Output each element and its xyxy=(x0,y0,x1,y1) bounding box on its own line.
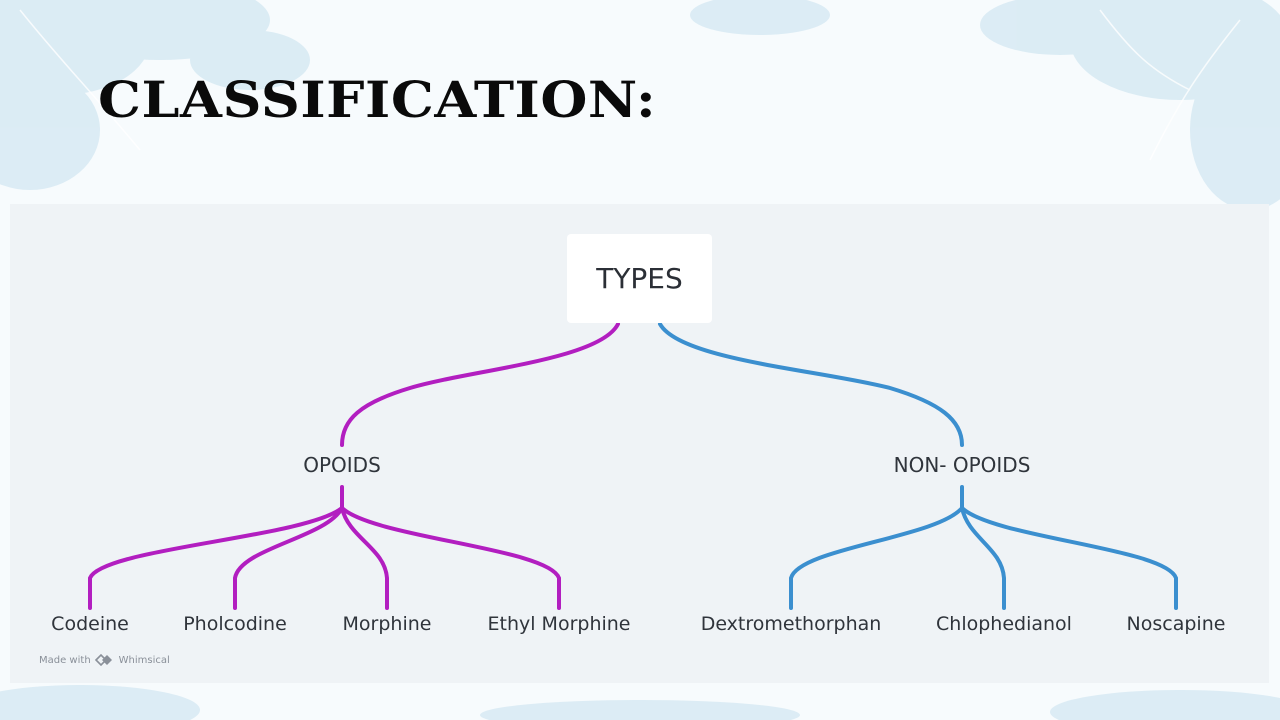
branch-node-non-opioids: NON- OPOIDS xyxy=(893,453,1031,477)
connector-root-to-branch-1 xyxy=(658,322,964,447)
leaf-ethyl-morphine: Ethyl Morphine xyxy=(487,613,631,635)
connector-branch-0-leaf-1 xyxy=(233,506,344,610)
root-node: TYPES xyxy=(567,234,712,323)
credit-brand: Whimsical xyxy=(118,654,170,666)
leaf-pholcodine: Pholcodine xyxy=(183,613,287,635)
slide-title: CLASSIFICATION: xyxy=(98,70,657,129)
leaf-morphine: Morphine xyxy=(342,613,432,635)
leaf-dextromethorphan: Dextromethorphan xyxy=(700,613,882,635)
leaf-codeine: Codeine xyxy=(51,613,129,635)
made-with-credit[interactable]: Made with Whimsical xyxy=(39,654,170,666)
connector-branch-0-leaf-2 xyxy=(340,506,389,610)
connector-branch-1-leaf-0 xyxy=(789,506,964,610)
connector-branch-0-leaf-3 xyxy=(340,506,561,610)
leaf-chlophedianol: Chlophedianol xyxy=(936,613,1072,635)
whimsical-logo-icon xyxy=(94,654,112,666)
credit-prefix: Made with xyxy=(39,654,91,666)
connector-branch-1-leaf-1 xyxy=(960,506,1006,610)
leaf-noscapine: Noscapine xyxy=(1126,613,1226,635)
branch-node-opioids: OPOIDS xyxy=(303,453,381,477)
connector-root-to-branch-0 xyxy=(340,322,620,447)
connector-branch-0-leaf-0 xyxy=(88,506,344,610)
connector-branch-1-leaf-2 xyxy=(960,506,1178,610)
root-label: TYPES xyxy=(596,262,683,295)
